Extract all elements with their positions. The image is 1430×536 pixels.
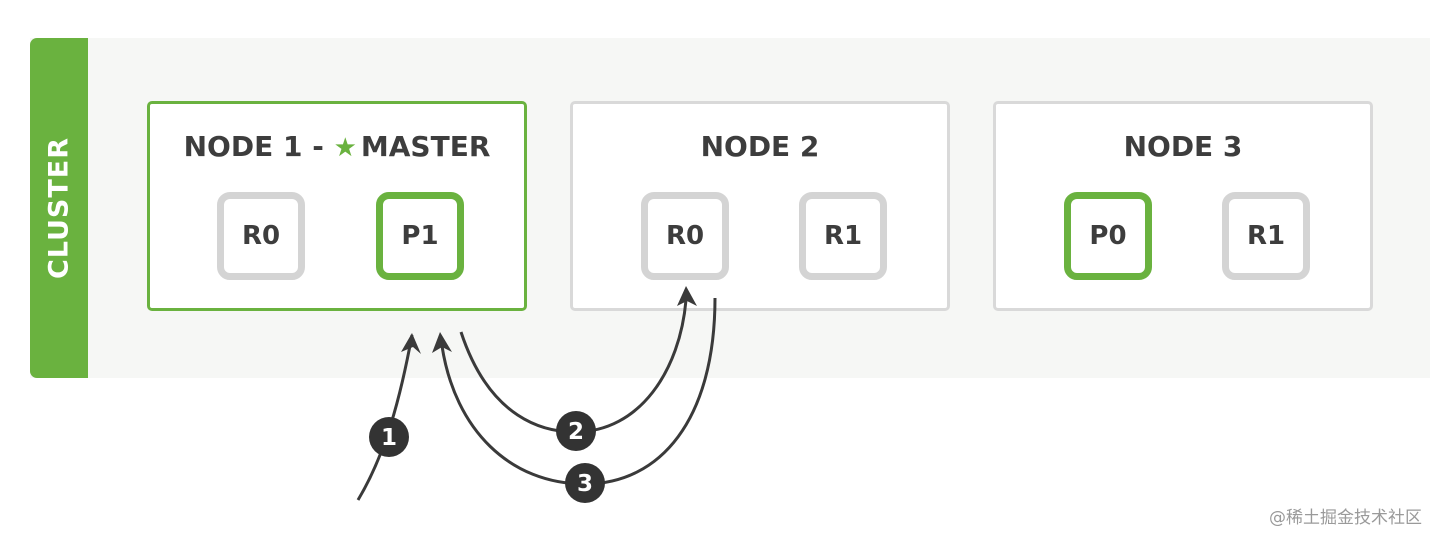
node-1-title: NODE 1 - ★MASTER (150, 130, 524, 163)
step-label-2: 2 (568, 419, 584, 445)
node-2-box: NODE 2 R0 R1 (570, 101, 950, 311)
arrow-step-3 (440, 297, 717, 486)
shard-p1-node-1: P1 (376, 192, 464, 280)
shard-r1-node-2: R1 (799, 192, 887, 280)
shard-r1-node-3: R1 (1222, 192, 1310, 280)
step-badge-1: 1 (369, 417, 409, 457)
shard-r0-node-1: R0 (217, 192, 305, 280)
node-2-title: NODE 2 (700, 130, 820, 163)
arrowhead-step-3 (432, 332, 452, 353)
step-badge-3: 3 (565, 463, 605, 503)
node-3-title: NODE 3 (1123, 130, 1243, 163)
step-label-1: 1 (381, 425, 397, 451)
shard-p0-node-3: P0 (1064, 192, 1152, 280)
step-label-3: 3 (577, 471, 593, 497)
node-1-box: NODE 1 - ★MASTER R0 P1 (147, 101, 527, 311)
node-1-title-text: NODE 1 - (183, 130, 324, 163)
watermark: @稀土掘金技术社区 (1269, 508, 1422, 528)
node-3-box: NODE 3 P0 R1 (993, 101, 1373, 311)
arrowhead-step-2 (677, 286, 697, 306)
arrowhead-step-1 (401, 333, 421, 354)
star-icon: ★ (333, 133, 357, 163)
shard-r0-node-2: R0 (641, 192, 729, 280)
step-badge-2: 2 (556, 411, 596, 451)
cluster-sidebar (30, 38, 88, 378)
master-label: MASTER (360, 130, 491, 163)
